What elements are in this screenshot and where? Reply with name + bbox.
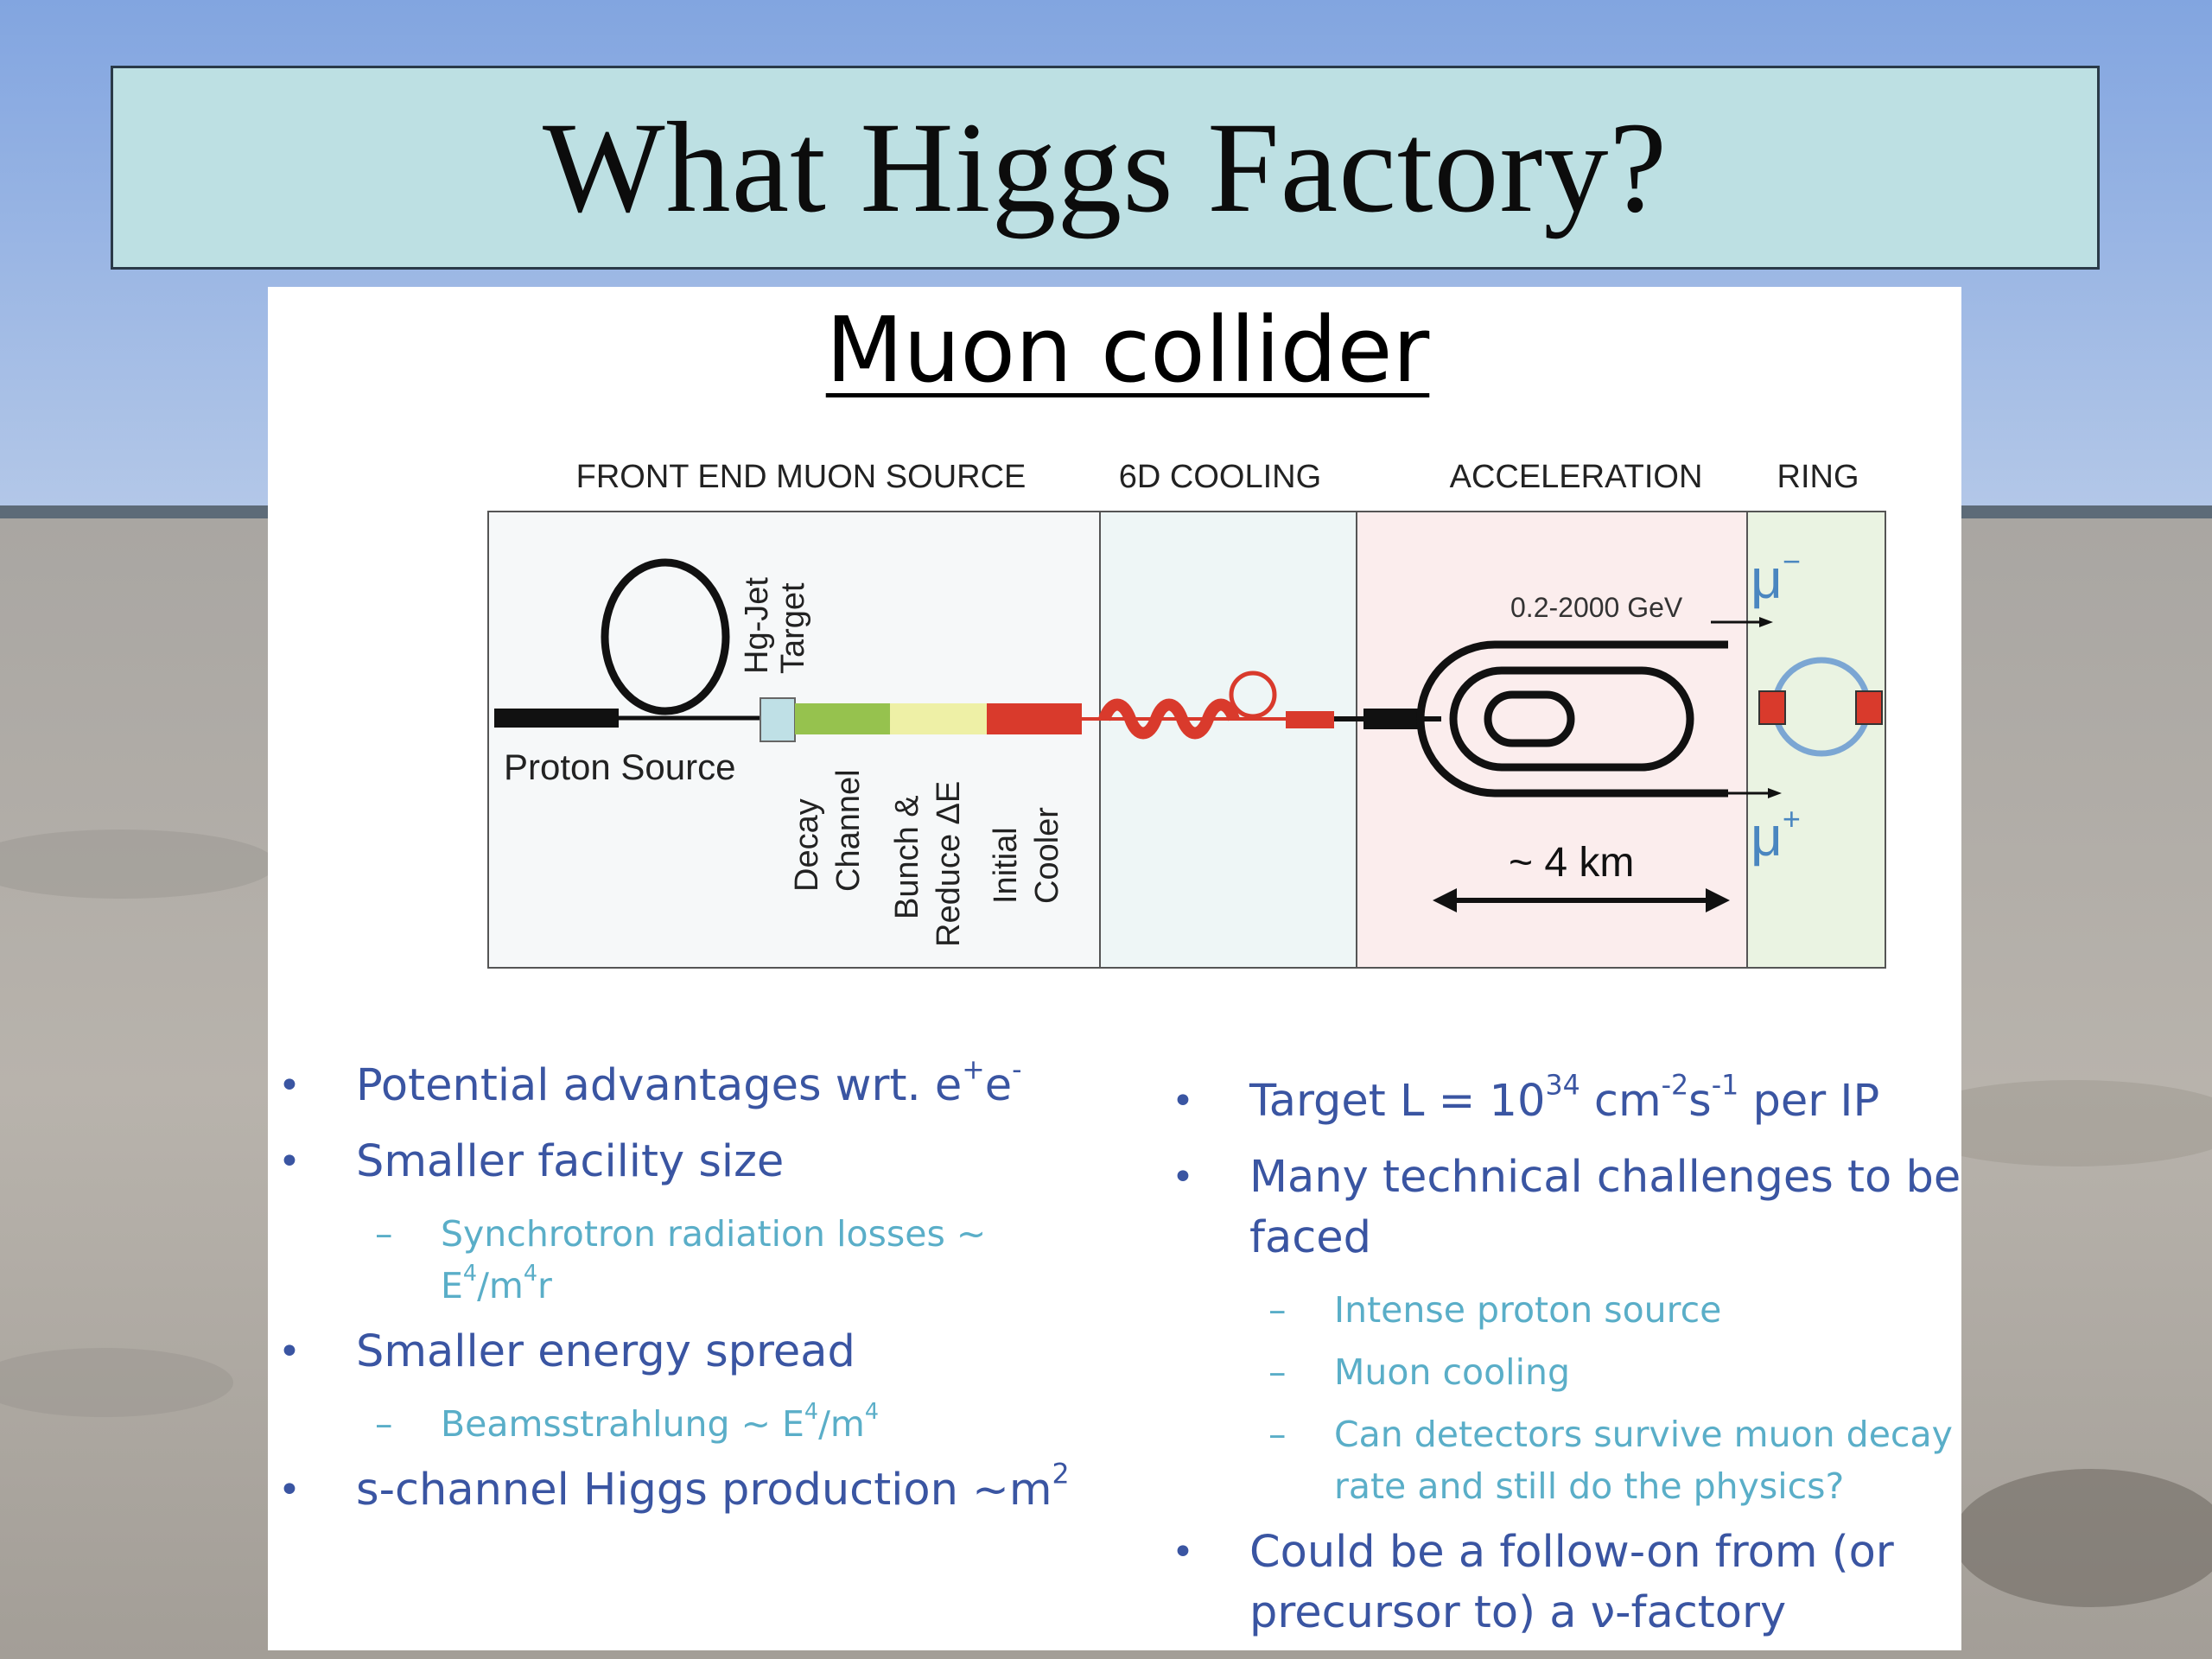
bullet-target-luminosity: Target L = 1034 cm-2s-1 per IP xyxy=(1161,1071,1974,1132)
target-label-2: Target xyxy=(775,582,811,674)
detector-right xyxy=(1855,690,1883,725)
bullet-s-channel: s-channel Higgs production ~m2 xyxy=(268,1460,1080,1521)
target-label-1: Hg-Jet xyxy=(739,577,775,674)
decay-label-2: Channel xyxy=(830,769,867,892)
muon-collider-diagram: FRONT END MUON SOURCE 6D COOLING ACCELER… xyxy=(487,459,1886,969)
bullet-challenges: Many technical challenges to be faced xyxy=(1161,1147,1974,1268)
sub-bullet-proton-source: Intense proton source xyxy=(1161,1284,1974,1336)
bunch-label-2: Reduce ΔE xyxy=(931,781,967,947)
cooler-label-2: Cooler xyxy=(1029,807,1065,904)
cooler-label-1: Initial xyxy=(988,827,1024,904)
label-ring: RING xyxy=(1777,459,1859,495)
sub-bullet-detectors: Can detectors survive muon decay rate an… xyxy=(1161,1408,1974,1512)
bunch-label-1: Bunch & xyxy=(889,795,925,919)
cooling-helix xyxy=(1098,698,1240,740)
distance-label: ~ 4 km xyxy=(1509,840,1634,886)
energy-label: 0.2-2000 GeV xyxy=(1510,592,1683,623)
content-panel: Muon collider FRONT END MUON SOURCE 6D C… xyxy=(268,287,1961,1650)
label-6d-cooling: 6D COOLING xyxy=(1119,459,1321,495)
rla-middle xyxy=(1449,666,1694,772)
mu-plus-label: μ+ xyxy=(1751,801,1801,868)
cooling-ring xyxy=(1229,671,1277,719)
cooling-block xyxy=(1286,711,1334,728)
bullet-nu-factory: Could be a follow-on from (or precursor … xyxy=(1161,1522,1974,1643)
left-bullet-list: Potential advantages wrt. e+e- Smaller f… xyxy=(268,1056,1080,1536)
sub-bullet-beamsstrahlung: Beamsstrahlung ~ E4/m4 xyxy=(268,1398,1080,1450)
rla-outer xyxy=(1416,640,1728,798)
bunch-reduce xyxy=(890,703,987,734)
initial-cooler xyxy=(987,703,1082,734)
ring-section xyxy=(1746,511,1886,969)
proton-ring xyxy=(601,558,730,715)
sub-bullet-synchrotron: Synchrotron radiation losses ~ E4/m4r xyxy=(268,1208,1080,1312)
slide-title: What Higgs Factory? xyxy=(543,96,1668,239)
bullet-energy-spread: Smaller energy spread xyxy=(268,1322,1080,1382)
decay-channel xyxy=(795,703,890,734)
detector-left xyxy=(1758,690,1786,725)
rla-inner xyxy=(1484,690,1575,747)
label-front-end: FRONT END MUON SOURCE xyxy=(576,459,1027,495)
slide-subtitle: Muon collider xyxy=(825,297,1430,403)
label-acceleration: ACCELERATION xyxy=(1450,459,1703,495)
accel-injector xyxy=(1363,709,1419,729)
sub-bullet-muon-cooling: Muon cooling xyxy=(1161,1346,1974,1398)
proton-source-label: Proton Source xyxy=(504,747,736,787)
right-bullet-list: Target L = 1034 cm-2s-1 per IP Many tech… xyxy=(1161,1071,1974,1659)
bullet-advantages: Potential advantages wrt. e+e- xyxy=(268,1056,1080,1116)
mu-minus-label: μ− xyxy=(1751,543,1801,610)
bullet-facility-size: Smaller facility size xyxy=(268,1132,1080,1192)
title-banner: What Higgs Factory? xyxy=(111,66,2100,270)
cooling-section xyxy=(1099,511,1357,969)
hg-jet-target xyxy=(760,697,796,742)
proton-source-bar xyxy=(494,709,619,728)
decay-label-1: Decay xyxy=(789,798,825,892)
